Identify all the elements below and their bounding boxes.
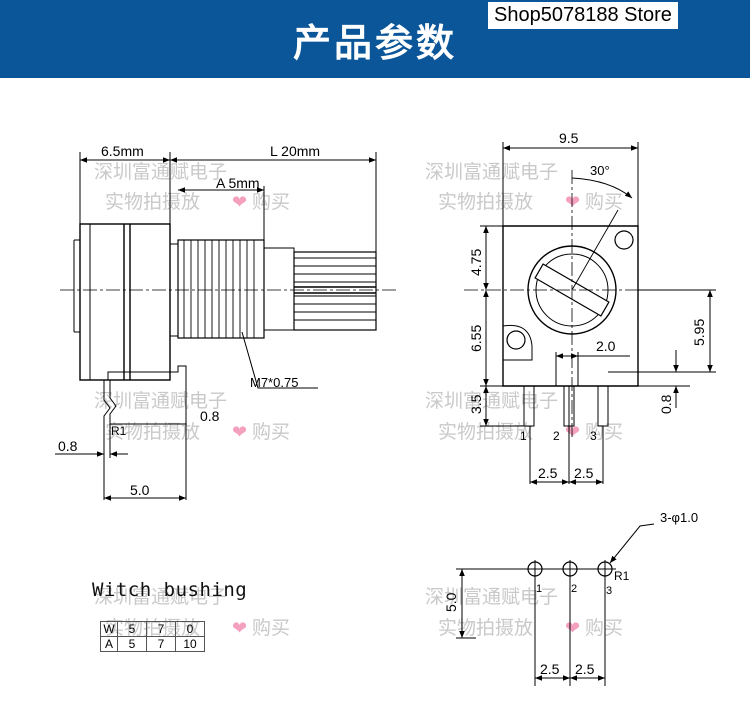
- watermark-text: 实物拍摄放: [438, 617, 533, 639]
- watermark-text: 购买: [585, 191, 623, 213]
- watermark-text: 实物拍摄放: [105, 421, 200, 443]
- table-row: W 5 7 0: [100, 621, 205, 637]
- watermark-text: 购买: [252, 617, 290, 639]
- watermark-text: 购买: [252, 421, 290, 443]
- heart-icon: ❤: [232, 192, 247, 212]
- store-name[interactable]: Shop5078188 Store: [488, 2, 678, 29]
- dim-body-label: 6.5mm: [101, 143, 144, 159]
- watermark-text: 深圳富通赋电子: [425, 390, 558, 412]
- pin-gap-label: 2.0: [596, 338, 616, 354]
- front-view: [464, 142, 716, 485]
- table-cell: 7: [146, 621, 176, 637]
- pin-length-label: 3.5: [468, 394, 484, 414]
- lower-label: 6.55: [468, 325, 484, 352]
- watermark-text: 深圳富通赋电子: [94, 586, 227, 608]
- pcb-layout-labels: 3-φ1.0 R1 5.0 1 2 3 2.5 2.5: [443, 510, 698, 677]
- page-title: 产品参数: [292, 21, 457, 65]
- watermark-text: 深圳富通赋电子: [94, 390, 227, 412]
- pcb-pin3-label: 3: [606, 585, 612, 597]
- pcb-radius-label: R1: [614, 569, 630, 583]
- table-cell: 7: [146, 636, 176, 652]
- pin-span-label: 5.0: [130, 482, 150, 498]
- pin-offset-label: 0.8: [200, 408, 220, 424]
- heart-icon: ❤: [565, 422, 580, 442]
- pin2-label: 2: [553, 429, 560, 443]
- thread-label: M7*0.75: [250, 375, 298, 390]
- heart-icon: ❤: [232, 618, 247, 638]
- bushing-title: Witch bushing: [92, 579, 248, 601]
- table-cell: 10: [175, 636, 205, 652]
- side-view-labels: 6.5mm L 20mm A 5mm M7*0.75 0.8 R1 0.8 5.…: [58, 143, 320, 498]
- thread-lines: [183, 240, 255, 338]
- pin1-label: 1: [520, 429, 527, 443]
- pcb-pitch2-label: 2.5: [575, 661, 595, 677]
- front-view-labels: 9.5 30° 4.75 6.55 5.95 2.0 3.5 0.8 1 2 3…: [468, 130, 707, 481]
- pitch2-label: 2.5: [574, 465, 594, 481]
- watermark-text: 深圳富通赋电子: [94, 161, 227, 183]
- pin3-label: 3: [590, 429, 597, 443]
- angle-label: 30°: [590, 163, 610, 178]
- pcb-pin2-label: 2: [571, 583, 577, 595]
- hole-note-label: 3-φ1.0: [660, 510, 698, 525]
- upper-label: 4.75: [468, 249, 484, 276]
- watermark-text: 购买: [585, 421, 623, 443]
- pcb-pitch1-label: 2.5: [540, 661, 560, 677]
- dim-length-label: L 20mm: [270, 143, 320, 159]
- watermark-text: 实物拍摄放: [105, 191, 200, 213]
- width-label: 9.5: [559, 130, 579, 146]
- table-cell: 5: [117, 636, 147, 652]
- pcb-pin1-label: 1: [536, 583, 542, 595]
- bushing-table: W 5 7 0 A 5 7 10: [100, 621, 205, 652]
- dim-bushing-label: A 5mm: [216, 175, 260, 191]
- table-cell: A: [100, 636, 118, 652]
- table-cell: 0: [175, 621, 205, 637]
- table-cell: W: [100, 621, 118, 637]
- right-label: 5.95: [691, 319, 707, 346]
- table-row: A 5 7 10: [100, 636, 205, 652]
- pitch1-label: 2.5: [538, 465, 558, 481]
- pin-width-label: 0.8: [58, 438, 78, 454]
- watermark-text: 深圳富通赋电子: [425, 586, 558, 608]
- watermark-text: 深圳富通赋电子: [425, 161, 558, 183]
- technical-drawing: 深圳富通赋电子 实物拍摄放 ❤ 购买 深圳富通赋电子 实物拍摄放 ❤ 购买 深圳…: [55, 130, 716, 686]
- pcb-layout: [456, 523, 655, 686]
- side-view: [55, 152, 398, 501]
- heart-icon: ❤: [565, 618, 580, 638]
- heart-icon: ❤: [565, 192, 580, 212]
- pcb-height-label: 5.0: [443, 592, 459, 612]
- watermark-text: 实物拍摄放: [438, 191, 533, 213]
- table-cell: 5: [117, 621, 147, 637]
- watermark-group: 深圳富通赋电子 实物拍摄放 ❤ 购买 深圳富通赋电子 实物拍摄放 ❤ 购买 深圳…: [94, 161, 623, 639]
- heart-icon: ❤: [232, 422, 247, 442]
- radius-label: R1: [111, 424, 127, 438]
- pin-thickness-label: 0.8: [658, 394, 674, 414]
- watermark-text: 购买: [585, 617, 623, 639]
- watermark-text: 购买: [252, 191, 290, 213]
